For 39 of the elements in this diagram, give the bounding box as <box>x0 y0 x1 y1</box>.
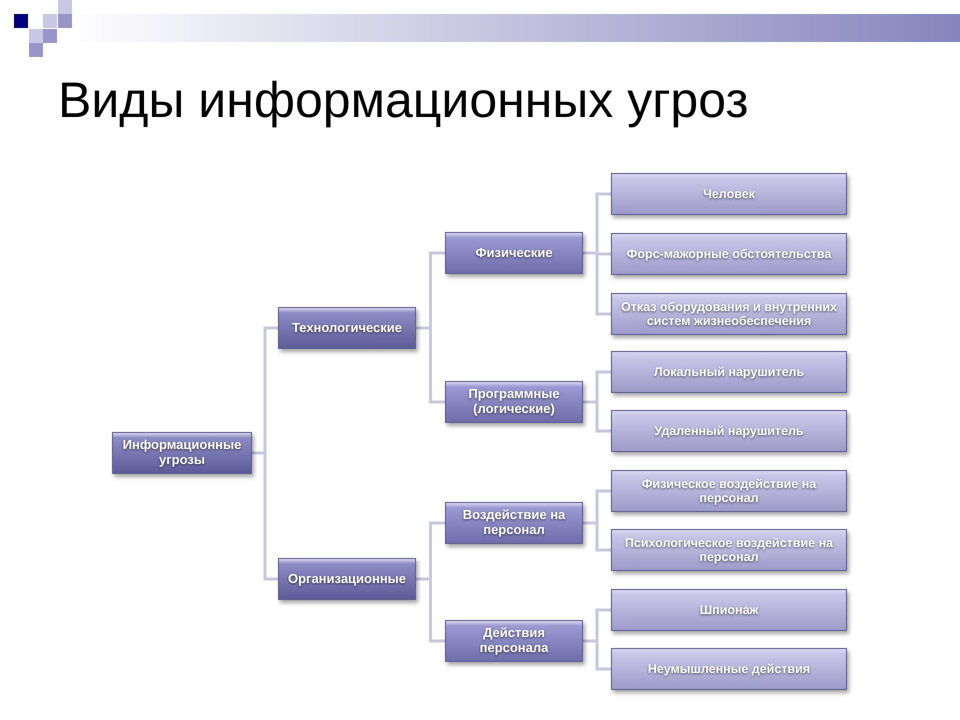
category-box <box>445 381 583 423</box>
category-box <box>611 293 847 335</box>
box-label: Локальный нарушитель <box>654 364 804 380</box>
category-box <box>278 307 416 349</box>
category-box <box>611 351 847 393</box>
box-label: Человек <box>703 186 755 202</box>
category-box <box>611 470 847 512</box>
category-box <box>445 620 583 662</box>
category-box <box>611 589 847 631</box>
box-label: Физическое воздействие на персонал <box>640 476 818 506</box>
box-label: Действия персонала <box>478 626 550 656</box>
connector-line <box>416 578 445 642</box>
slide-title: Виды информационных угроз <box>58 71 748 130</box>
box-label: Шпионаж <box>700 602 758 618</box>
box-label: Удаленный нарушитель <box>654 424 804 438</box>
box-label: Психологическое воздействие на персонал <box>624 536 834 564</box>
box-label: Технологические <box>292 320 402 336</box>
connector-line <box>583 640 611 670</box>
category-box <box>611 173 847 215</box>
box-label: Неумышленные действия <box>648 662 810 676</box>
box-label: Форс-мажорные обстоятельства <box>626 246 832 262</box>
box-label: Отказ оборудования и внутренних систем жизнеобеспечения <box>620 300 838 328</box>
category-box <box>445 232 583 274</box>
connector-line <box>583 522 611 552</box>
connector-line <box>416 326 445 404</box>
box-label: Воздействие на персонал <box>462 508 566 538</box>
box-label: Программные (логические) <box>467 387 561 417</box>
category-box <box>278 558 416 600</box>
box-label: Информационные угрозы <box>122 438 242 468</box>
box-label: Физические <box>475 246 553 260</box>
category-box <box>611 529 847 571</box>
category-box <box>611 410 847 452</box>
category-box <box>445 502 583 544</box>
category-box <box>611 648 847 690</box>
connector-line <box>583 400 611 432</box>
connector-line <box>252 452 278 580</box>
category-box <box>112 432 252 474</box>
box-label: Организационные <box>288 572 406 586</box>
category-box <box>611 233 847 275</box>
